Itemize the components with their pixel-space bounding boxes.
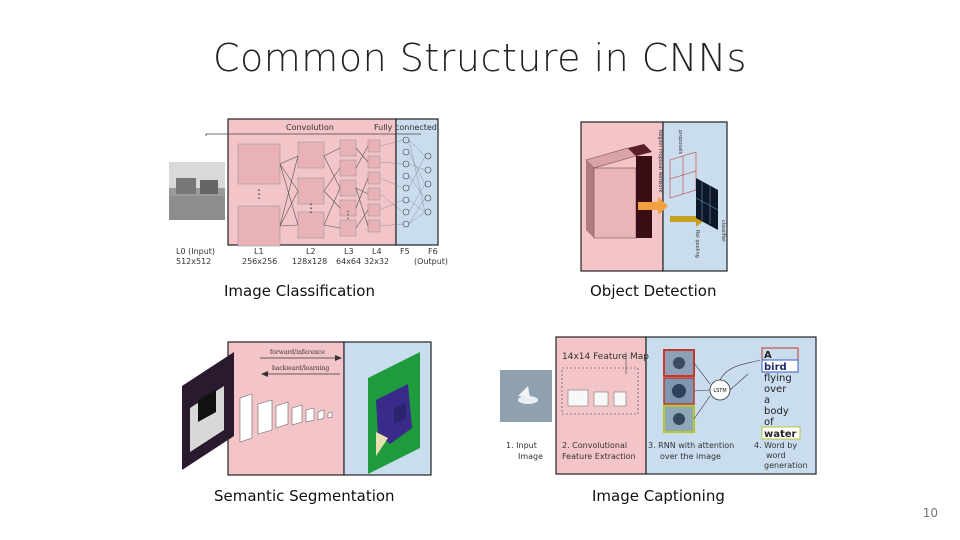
- forward-label: forward/inference: [270, 349, 325, 356]
- f6-output-label: (Output): [414, 257, 448, 266]
- word-body: body: [764, 406, 789, 417]
- word-a: A: [764, 350, 772, 361]
- classification-diagram: ⋮ ⋮ ⋮ Convolution Fully connected L0 (In…: [166, 116, 452, 274]
- page-number: 10: [922, 506, 938, 520]
- word-water: water: [764, 429, 797, 440]
- l2-size: 128x128: [292, 257, 327, 266]
- svg-text:proposals: proposals: [677, 130, 683, 154]
- captioning-diagram: LSTM A bird flying over a body of water …: [498, 334, 820, 477]
- step2-label: 2. Convolutional: [562, 441, 627, 450]
- convolution-label: Convolution: [286, 123, 334, 132]
- step4-label: 4. Word by: [754, 441, 797, 450]
- word-flying: flying: [764, 373, 792, 384]
- step1-label: 1. Input: [506, 441, 537, 450]
- f5-label: F5: [400, 247, 410, 256]
- step4-sub: word: [766, 451, 786, 460]
- lstm-label: LSTM: [713, 388, 726, 394]
- l4-size: 32x32: [364, 257, 389, 266]
- step1-sub: Image: [518, 452, 543, 461]
- f6-label: F6: [428, 247, 438, 256]
- slide-title: Common Structure in CNNs: [213, 36, 747, 80]
- caption-classification: Image Classification: [224, 282, 375, 300]
- fully-connected-label: Fully connected: [374, 123, 437, 132]
- step3-label: 3. RNN with attention: [648, 441, 734, 450]
- svg-text:⋮: ⋮: [343, 210, 353, 221]
- svg-text:RoI pooling: RoI pooling: [694, 230, 700, 258]
- l0-label: L0 (Input): [176, 247, 215, 256]
- svg-text:⋮: ⋮: [305, 201, 317, 215]
- l1-size: 256x256: [242, 257, 277, 266]
- feature-map-label: 14x14 Feature Map: [562, 352, 649, 362]
- step4-sub2: generation: [764, 461, 808, 470]
- svg-text:classifier: classifier: [720, 220, 726, 243]
- l3-label: L3: [344, 247, 354, 256]
- svg-text:Region Proposal Network: Region Proposal Network: [657, 130, 663, 192]
- detection-diagram: Region Proposal Network proposals classi…: [578, 120, 730, 274]
- l3-size: 64x64: [336, 257, 361, 266]
- word-a2: a: [764, 395, 770, 406]
- caption-captioning: Image Captioning: [592, 487, 725, 505]
- word-of: of: [764, 417, 774, 428]
- l4-label: L4: [372, 247, 382, 256]
- step2-sub: Feature Extraction: [562, 452, 636, 461]
- input-photo: [169, 162, 225, 220]
- step3-sub: over the image: [660, 452, 721, 461]
- fc-region: [395, 118, 439, 246]
- caption-detection: Object Detection: [590, 282, 717, 300]
- backward-label: backward/learning: [272, 365, 329, 372]
- word-bird: bird: [764, 362, 787, 373]
- l2-label: L2: [306, 247, 316, 256]
- l0-size: 512x512: [176, 257, 211, 266]
- word-over: over: [764, 384, 787, 395]
- segmentation-diagram: forward/inference backward/learning: [180, 338, 434, 478]
- caption-segmentation: Semantic Segmentation: [214, 487, 395, 505]
- svg-text:⋮: ⋮: [253, 187, 265, 201]
- l1-label: L1: [254, 247, 264, 256]
